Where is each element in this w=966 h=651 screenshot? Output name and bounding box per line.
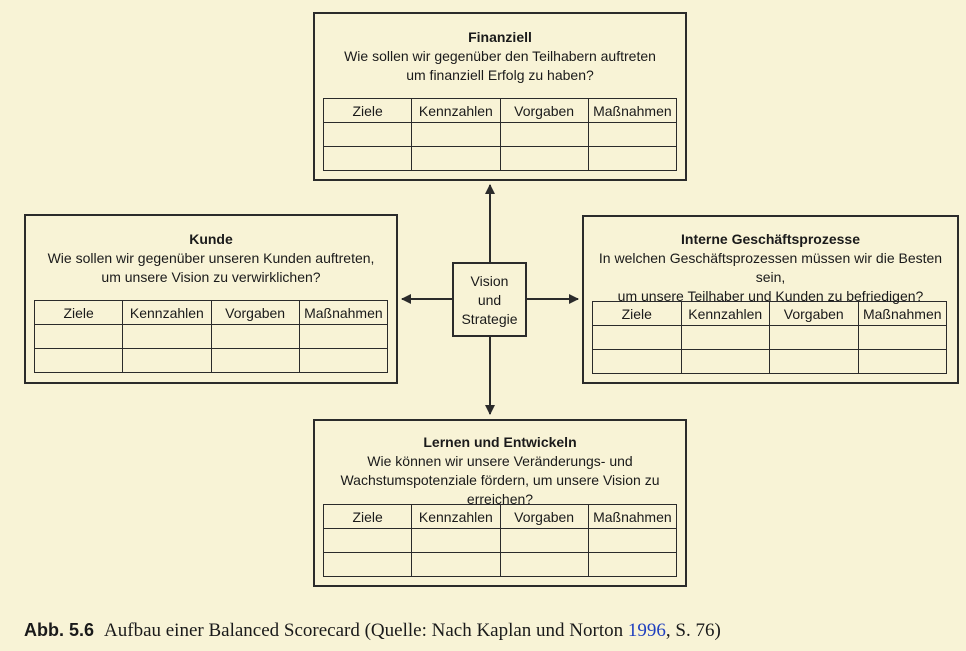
table-cell bbox=[499, 122, 589, 147]
column-header-vorgaben: Vorgaben bbox=[210, 300, 300, 325]
perspective-title: Finanziell bbox=[468, 29, 532, 45]
table-header-row: Ziele Kennzahlen Vorgaben Maßnahmen bbox=[322, 98, 678, 123]
perspective-question-line: um unsere Teilhaber und Kunden zu befrie… bbox=[617, 288, 924, 304]
perspective-question-line: Wie sollen wir gegenüber den Teilhabern … bbox=[344, 48, 656, 64]
column-header-ziele: Ziele bbox=[322, 504, 413, 529]
perspective-kunde: Kunde Wie sollen wir gegenüber unseren K… bbox=[24, 214, 398, 384]
column-header-ziele: Ziele bbox=[33, 300, 124, 325]
perspective-header: Lernen und Entwickeln Wie können wir uns… bbox=[315, 433, 685, 509]
perspective-title: Lernen und Entwickeln bbox=[423, 434, 577, 450]
scorecard-table: Ziele Kennzahlen Vorgaben Maßnahmen bbox=[322, 98, 678, 171]
table-header-row: Ziele Kennzahlen Vorgaben Maßnahmen bbox=[592, 301, 947, 326]
table-cell bbox=[411, 122, 501, 147]
table-cell bbox=[411, 146, 501, 171]
column-header-vorgaben: Vorgaben bbox=[499, 504, 589, 529]
perspective-question-line: um unsere Vision zu verwirklichen? bbox=[101, 269, 321, 285]
table-cell bbox=[122, 348, 212, 373]
table-cell bbox=[322, 552, 413, 577]
perspective-title: Kunde bbox=[189, 231, 233, 247]
table-cell bbox=[857, 325, 947, 350]
table-cell bbox=[769, 349, 859, 374]
table-cell bbox=[587, 552, 678, 577]
perspective-header: Interne Geschäftsprozesse In welchen Ges… bbox=[584, 230, 957, 306]
perspective-question-line: Wachstumspotenziale fördern, um unsere V… bbox=[340, 472, 660, 507]
table-cell bbox=[499, 146, 589, 171]
table-row bbox=[322, 122, 678, 147]
table-cell bbox=[210, 324, 300, 349]
citation-year-link[interactable]: 1996 bbox=[627, 620, 666, 641]
column-header-kennzahlen: Kennzahlen bbox=[411, 504, 501, 529]
column-header-vorgaben: Vorgaben bbox=[499, 98, 589, 123]
perspective-question-line: In welchen Geschäftsprozessen müssen wir… bbox=[598, 250, 943, 285]
center-label-line: und bbox=[477, 292, 502, 308]
column-header-kennzahlen: Kennzahlen bbox=[122, 300, 212, 325]
table-cell bbox=[298, 324, 389, 349]
table-row bbox=[33, 324, 389, 349]
column-header-vorgaben: Vorgaben bbox=[769, 301, 859, 326]
table-cell bbox=[499, 552, 589, 577]
table-cell bbox=[680, 325, 770, 350]
perspective-header: Kunde Wie sollen wir gegenüber unseren K… bbox=[26, 230, 396, 287]
caption-text: Aufbau einer Balanced Scorecard (Quelle:… bbox=[104, 620, 628, 641]
column-header-massnahmen: Maßnahmen bbox=[857, 301, 947, 326]
table-cell bbox=[587, 528, 678, 553]
table-row bbox=[592, 325, 947, 350]
table-cell bbox=[33, 348, 124, 373]
table-row bbox=[33, 348, 389, 373]
table-row bbox=[592, 349, 947, 374]
table-cell bbox=[587, 146, 678, 171]
perspective-header: Finanziell Wie sollen wir gegenüber den … bbox=[315, 28, 685, 85]
perspective-question-line: Wie können wir unsere Veränderungs- und bbox=[367, 453, 633, 469]
table-cell bbox=[322, 122, 413, 147]
table-cell bbox=[322, 528, 413, 553]
table-row bbox=[322, 552, 678, 577]
table-cell bbox=[322, 146, 413, 171]
table-cell bbox=[210, 348, 300, 373]
table-cell bbox=[857, 349, 947, 374]
perspective-finanziell: Finanziell Wie sollen wir gegenüber den … bbox=[313, 12, 687, 181]
table-cell bbox=[592, 325, 682, 350]
table-row bbox=[322, 146, 678, 171]
column-header-ziele: Ziele bbox=[592, 301, 682, 326]
table-cell bbox=[587, 122, 678, 147]
column-header-kennzahlen: Kennzahlen bbox=[411, 98, 501, 123]
table-cell bbox=[298, 348, 389, 373]
column-header-massnahmen: Maßnahmen bbox=[298, 300, 389, 325]
column-header-massnahmen: Maßnahmen bbox=[587, 98, 678, 123]
scorecard-table: Ziele Kennzahlen Vorgaben Maßnahmen bbox=[592, 301, 947, 374]
center-label-line: Vision bbox=[470, 273, 509, 289]
perspective-title: Interne Geschäftsprozesse bbox=[681, 231, 860, 247]
table-cell bbox=[33, 324, 124, 349]
column-header-ziele: Ziele bbox=[322, 98, 413, 123]
table-cell bbox=[769, 325, 859, 350]
column-header-massnahmen: Maßnahmen bbox=[587, 504, 678, 529]
table-header-row: Ziele Kennzahlen Vorgaben Maßnahmen bbox=[33, 300, 389, 325]
table-cell bbox=[499, 528, 589, 553]
perspective-question-line: um finanziell Erfolg zu haben? bbox=[406, 67, 594, 83]
column-header-kennzahlen: Kennzahlen bbox=[680, 301, 770, 326]
perspective-interne-prozesse: Interne Geschäftsprozesse In welchen Ges… bbox=[582, 215, 959, 384]
table-header-row: Ziele Kennzahlen Vorgaben Maßnahmen bbox=[322, 504, 678, 529]
table-row bbox=[322, 528, 678, 553]
scorecard-table: Ziele Kennzahlen Vorgaben Maßnahmen bbox=[33, 300, 389, 373]
scorecard-table: Ziele Kennzahlen Vorgaben Maßnahmen bbox=[322, 504, 678, 577]
perspective-lernen: Lernen und Entwickeln Wie können wir uns… bbox=[313, 419, 687, 587]
figure-number: Abb. 5.6 bbox=[24, 620, 95, 640]
figure-caption: Abb. 5.6 Aufbau einer Balanced Scorecard … bbox=[24, 620, 721, 642]
table-cell bbox=[592, 349, 682, 374]
center-label-line: Strategie bbox=[461, 311, 518, 327]
perspective-question-line: Wie sollen wir gegenüber unseren Kunden … bbox=[47, 250, 375, 266]
table-cell bbox=[122, 324, 212, 349]
table-cell bbox=[411, 552, 501, 577]
vision-strategy-box: Vision und Strategie bbox=[452, 262, 527, 337]
caption-text-end: , S. 76) bbox=[665, 620, 721, 641]
table-cell bbox=[411, 528, 501, 553]
table-cell bbox=[680, 349, 770, 374]
